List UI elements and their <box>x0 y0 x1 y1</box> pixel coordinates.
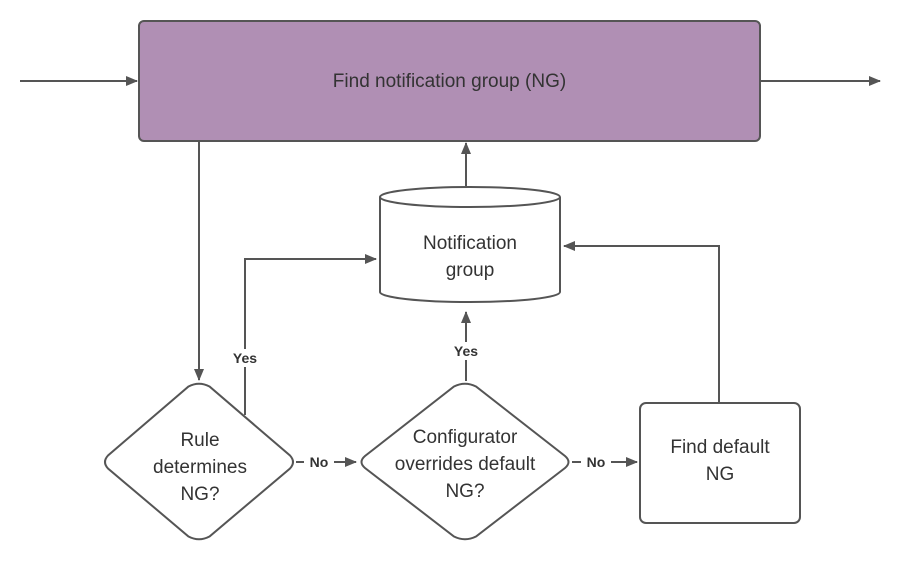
notification-group-database: Notification group <box>379 186 561 303</box>
rule-yes-arrow <box>244 254 377 415</box>
configurator-yes-label-bg <box>447 342 485 360</box>
find-default-ng-node: Find default NG <box>639 402 801 524</box>
notification-group-label-line1: Notification <box>423 233 517 254</box>
find-notification-group-label: Find notification group (NG) <box>333 71 566 92</box>
configurator-no-label-bg <box>581 453 611 471</box>
configurator-decision-diamond <box>360 382 570 541</box>
rule-decision-node: Rule determines NG? <box>104 382 294 541</box>
rule-decision-label-line1: Rule <box>180 430 219 451</box>
configurator-decision-label-line3: NG? <box>445 481 484 502</box>
rule-decision-label-line3: NG? <box>180 484 219 505</box>
notification-group-label-line2: group <box>446 260 495 281</box>
rule-decision-diamond <box>104 382 294 541</box>
rule-no-label: No <box>310 454 329 470</box>
rule-yes-label: Yes <box>233 350 257 366</box>
rule-decision-label-line2: determines <box>153 457 247 478</box>
find-notification-group-node: Find notification group (NG) <box>138 20 761 142</box>
find-default-ng-box <box>639 402 801 524</box>
configurator-yes-label: Yes <box>454 343 478 359</box>
rule-yes-label-bg <box>226 349 264 367</box>
database-top <box>379 186 561 208</box>
find-default-ng-label-line2: NG <box>706 464 735 485</box>
find-default-to-database-arrow <box>563 241 720 403</box>
rule-no-label-bg <box>304 453 334 471</box>
configurator-decision-label-line2: overrides default <box>395 454 536 475</box>
database-body <box>379 197 561 303</box>
configurator-decision-node: Configurator overrides default NG? <box>360 382 570 541</box>
configurator-decision-label-line1: Configurator <box>413 427 518 448</box>
find-default-ng-label-line1: Find default <box>670 437 770 458</box>
configurator-no-label: No <box>587 454 606 470</box>
